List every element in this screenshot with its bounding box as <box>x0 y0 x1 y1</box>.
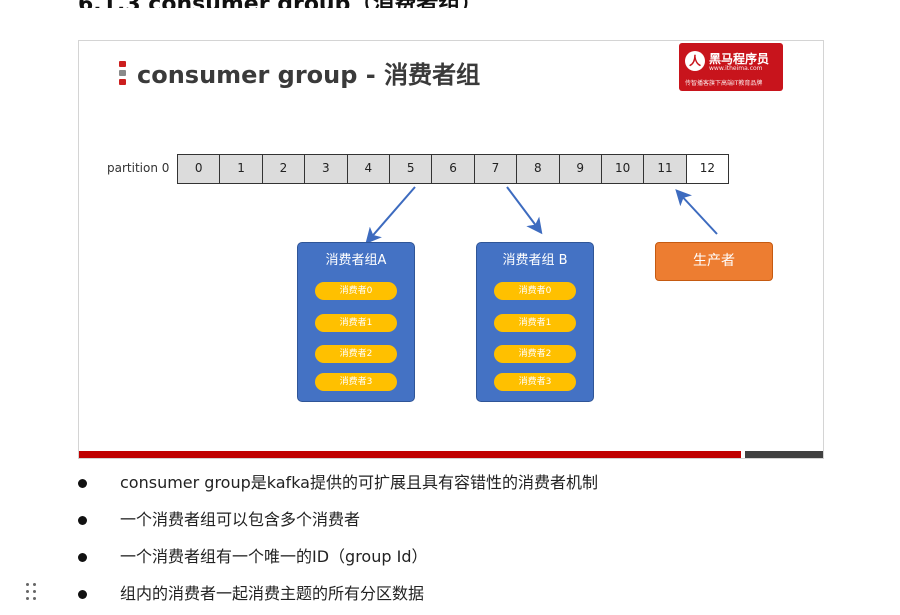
footer-bar-red <box>79 451 741 458</box>
group-title: 消费者组A <box>325 253 387 268</box>
footer-bar-gray <box>745 451 823 458</box>
offset-cell: 8 <box>516 154 560 184</box>
consumer-pill: 消费者3 <box>315 373 397 391</box>
offset-cell: 5 <box>388 154 433 184</box>
offset-cell: 2 <box>261 154 306 184</box>
offset-cell: 3 <box>304 154 348 184</box>
producer-write-arrow <box>675 189 718 235</box>
group-b-fetch-arrow <box>506 186 543 235</box>
consumer-pill: 消费者2 <box>315 345 397 363</box>
bullet-dot-icon <box>78 516 87 525</box>
page-heading: 6.1.3 consumer group（消费者组） <box>78 0 482 8</box>
slide: consumer group - 消费者组 人 黑马程序员 www.itheim… <box>78 40 824 459</box>
offset-cell: 10 <box>600 154 645 184</box>
bullet-text: 组内的消费者一起消费主题的所有分区数据 <box>120 584 425 603</box>
bullet-dot-icon <box>78 590 87 599</box>
group-title: 消费者组 B <box>502 253 568 268</box>
logo-mark-icon: 人 <box>685 51 705 71</box>
partition-offsets: 0 1 2 3 4 5 6 7 8 9 10 11 12 <box>177 154 730 184</box>
consumer-pill: 消费者0 <box>315 282 397 300</box>
flow-arrows <box>365 186 718 245</box>
title-marker-icon <box>119 61 126 85</box>
offset-cell: 11 <box>643 154 687 184</box>
consumer-group-b: 消费者组 B 消费者0 消费者1 消费者2 消费者3 <box>476 242 594 402</box>
partition-label: partition 0 <box>107 161 170 175</box>
group-a-fetch-arrow <box>365 186 416 245</box>
consumer-pill: 消费者2 <box>494 345 576 363</box>
logo-tagline: 传智播客旗下高端IT教育品牌 <box>685 80 763 87</box>
consumer-pill: 消费者3 <box>494 373 576 391</box>
consumer-pill: 消费者0 <box>494 282 576 300</box>
offset-cell: 9 <box>558 154 602 184</box>
bullet-text: 一个消费者组有一个唯一的ID（group Id） <box>120 547 428 566</box>
logo-name: 黑马程序员 <box>709 52 770 66</box>
offset-cell: 1 <box>219 154 263 184</box>
brand-logo: 人 黑马程序员 www.itheima.com 传智播客旗下高端IT教育品牌 <box>679 43 783 91</box>
consumer-pill: 消费者1 <box>494 314 576 332</box>
consumer-pill: 消费者1 <box>315 314 397 332</box>
offset-cell: 0 <box>177 154 221 184</box>
bullet-dot-icon <box>78 553 87 562</box>
bullet-text: 一个消费者组可以包含多个消费者 <box>120 510 361 529</box>
bullet-dot-icon <box>78 479 87 488</box>
producer-box: 生产者 <box>655 242 773 281</box>
logo-url: www.itheima.com <box>709 65 763 72</box>
slide-title: consumer group - 消费者组 <box>137 61 481 89</box>
bullet-text: consumer group是kafka提供的可扩展且具有容错性的消费者机制 <box>120 473 598 492</box>
drag-handle-icon[interactable] <box>24 582 38 602</box>
offset-cell-next: 12 <box>685 154 730 184</box>
consumer-group-a: 消费者组A 消费者0 消费者1 消费者2 消费者3 <box>297 242 415 402</box>
